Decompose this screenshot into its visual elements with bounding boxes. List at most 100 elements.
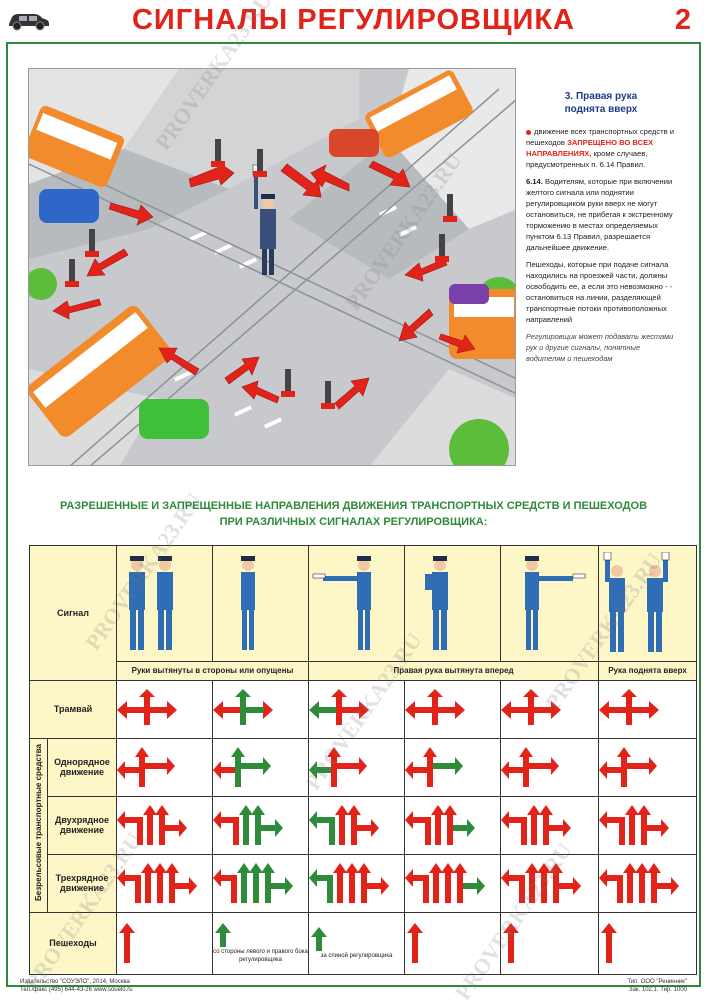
row-label-single-lane: Однорядное движение — [46, 737, 118, 797]
two-lane-cell-3 — [308, 795, 406, 855]
two-lane-arrows-icon — [501, 805, 572, 846]
single-lane-cell-5 — [500, 737, 600, 797]
pedestrian-arrow-red-icon — [503, 923, 520, 964]
officer-front-icon — [425, 555, 449, 650]
rule-text-forbidden: ЗАПРЕЩЕНО ВО ВСЕХ НАПРАВЛЕНИЯХ, — [526, 138, 654, 158]
officer-arms-out-icon — [129, 555, 174, 650]
signal-label: Сигнал — [28, 545, 118, 681]
pedestrian-cell-6 — [598, 911, 698, 976]
pedestrian-note-back: за спиной регулировщика — [320, 952, 393, 959]
single-lane-arrows-icon — [117, 747, 176, 788]
tram-cell-3 — [308, 679, 406, 739]
bullet-icon — [526, 129, 531, 135]
two-lane-cell-2 — [212, 795, 310, 855]
two-lane-arrows-icon — [213, 805, 284, 846]
pedestrian-cell-3: за спиной регулировщика — [308, 911, 406, 976]
rule-panel: 3. Правая рука поднята вверх движение вс… — [516, 68, 686, 466]
intersection-scene — [29, 69, 515, 465]
signal-figure-4 — [404, 544, 502, 663]
three-lane-arrows-icon — [599, 863, 680, 904]
rule-note: Регулировщик может подавать жестами рук … — [526, 332, 674, 363]
officer-figure — [252, 164, 276, 275]
two-lane-cell-5 — [500, 795, 600, 855]
pedestrian-arrow-red-icon — [407, 923, 424, 964]
signal-figure-3 — [308, 544, 406, 663]
print-info: Тип. ООО "Ренинник" Зак. 102.1. Тир. 100… — [627, 978, 687, 994]
two-lane-arrows-icon — [599, 805, 670, 846]
pedestrian-arrow-green-icon — [311, 926, 328, 951]
rule-text: движение всех транспортных средств и пеш… — [526, 126, 676, 325]
three-lane-cell-3 — [308, 853, 406, 913]
two-lane-arrows-icon — [309, 805, 380, 846]
tram-fork-arrow-icon — [501, 689, 562, 726]
single-lane-cell-1 — [116, 737, 214, 797]
group-arms-out: Руки вытянуты в стороны или опущены — [116, 661, 310, 681]
single-lane-arrows-icon — [309, 747, 368, 788]
single-lane-arrows-icon — [599, 747, 658, 788]
two-lane-cell-6 — [598, 795, 698, 855]
signal-figure-1 — [116, 544, 214, 663]
publisher-info: Издательство "СОУЭЛО", 2014, Москва Тел.… — [20, 978, 133, 994]
row-label-two-lane: Двухрядное движение — [46, 795, 118, 855]
three-lane-cell-5 — [500, 853, 600, 913]
print-line-1: Тип. ООО "Ренинник" — [627, 979, 687, 985]
three-lane-arrows-icon — [213, 863, 294, 904]
pedestrian-cell-2: со стороны левого и правого бока регулир… — [212, 911, 310, 976]
officer-arm-forward-right-icon — [525, 555, 586, 650]
three-lane-cell-6 — [598, 853, 698, 913]
tram-cell-2 — [212, 679, 310, 739]
top-divider — [6, 42, 701, 44]
pedestrian-cell-4 — [404, 911, 502, 976]
rule-title-line-1: 3. Правая рука — [564, 91, 638, 102]
two-lane-cell-1 — [116, 795, 214, 855]
three-lane-cell-2 — [212, 853, 310, 913]
group-arm-up: Рука поднята вверх — [598, 661, 698, 681]
pedestrian-arrow-red-icon — [119, 923, 136, 964]
three-lane-arrows-icon — [501, 863, 582, 904]
pedestrian-arrow-red-icon — [601, 923, 618, 964]
signal-figure-2 — [212, 544, 310, 663]
signal-figure-6 — [598, 544, 698, 663]
rule-title: 3. Правая рука поднята вверх — [526, 90, 676, 116]
vehicle-group-label: Безрельсовые транспортные средства — [34, 744, 43, 902]
pedestrian-note-sides: со стороны левого и правого бока регулир… — [213, 948, 308, 963]
row-label-three-lane: Трехрядное движение — [46, 853, 118, 913]
pedestrian-cell-1 — [116, 911, 214, 976]
rule-text-2: кроме случаев, предусмотренных п. 6.14 П… — [526, 149, 648, 169]
page-title: СИГНАЛЫ РЕГУЛИРОВЩИКА — [131, 4, 575, 36]
single-lane-arrows-icon — [405, 747, 464, 788]
two-lane-arrows-icon — [117, 805, 188, 846]
three-lane-cell-4 — [404, 853, 502, 913]
officer-arm-forward-left-icon — [312, 555, 372, 650]
row-label-pedestrians: Пешеходы — [28, 911, 118, 976]
pedestrian-rule-text: Пешеходы, которые при подаче сигнала нах… — [526, 260, 673, 324]
single-lane-cell-6 — [598, 737, 698, 797]
three-lane-arrows-icon — [117, 863, 198, 904]
row-label-tram: Трамвай — [28, 679, 118, 739]
three-lane-arrows-icon — [309, 863, 390, 904]
officer-side-icon — [241, 555, 256, 650]
single-lane-cell-4 — [404, 737, 502, 797]
officer-arm-up-icon — [603, 551, 670, 652]
table-heading: РАЗРЕШЕННЫЕ И ЗАПРЕЩЕННЫЕ НАПРАВЛЕНИЯ ДВ… — [20, 498, 687, 530]
rule-number: 6.14. — [526, 177, 543, 186]
single-lane-arrows-icon — [213, 747, 272, 788]
rule-text-1: движение всех транспортных средств и пеш… — [526, 127, 674, 147]
single-lane-cell-2 — [212, 737, 310, 797]
tram-fork-arrow-icon — [599, 689, 660, 726]
three-lane-arrows-icon — [405, 863, 486, 904]
tram-fork-arrow-icon — [117, 689, 178, 726]
rule-title-line-2: поднята вверх — [564, 104, 638, 115]
two-lane-cell-4 — [404, 795, 502, 855]
tram-cell-6 — [598, 679, 698, 739]
table-heading-line-2: ПРИ РАЗЛИЧНЫХ СИГНАЛАХ РЕГУЛИРОВЩИКА: — [219, 516, 488, 528]
pedestrian-arrow-green-icon — [215, 922, 232, 947]
publisher-line-1: Издательство "СОУЭЛО", 2014, Москва — [20, 979, 130, 985]
tram-fork-arrow-icon — [309, 689, 370, 726]
print-line-2: Зак. 102.1. Тир. 1000 — [628, 987, 687, 993]
tram-cell-1 — [116, 679, 214, 739]
tram-cell-4 — [404, 679, 502, 739]
signals-table: Сигнал Руки вытянуты в стороны или опуще… — [28, 544, 698, 976]
page-frame — [6, 42, 701, 987]
vehicle-group-label-cell: Безрельсовые транспортные средства — [29, 737, 48, 913]
